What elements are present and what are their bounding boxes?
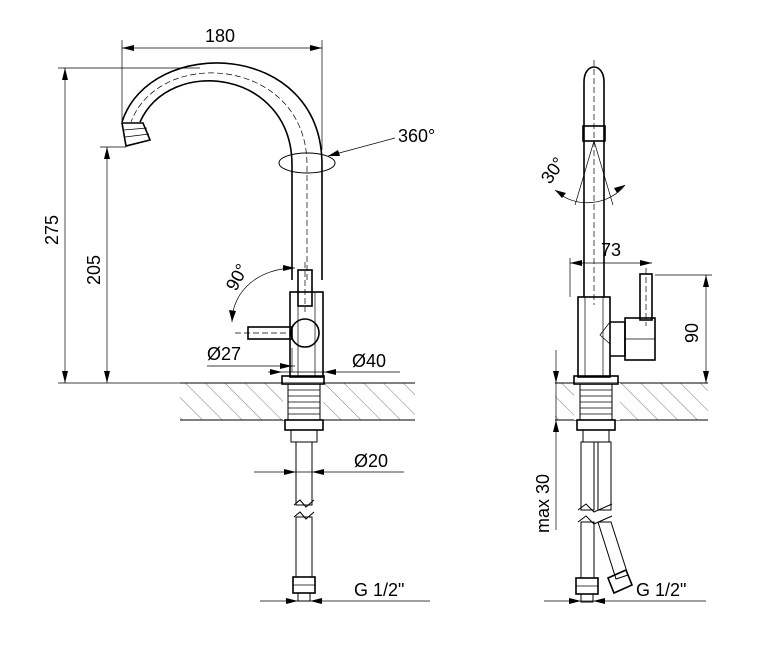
dim-lever-height-90: 90 [655, 274, 712, 383]
body-right [573, 268, 656, 385]
dim-diam-20: Ø20 [254, 451, 404, 475]
dim-180-label: 180 [205, 26, 235, 46]
dim-tilt-angle-30: 30° [537, 154, 626, 203]
hoses-right [575, 441, 634, 603]
dim-thread-right: G 1/2" [544, 580, 706, 604]
dim-30deg-label: 30° [537, 154, 569, 188]
dim-90-label: 90 [682, 323, 702, 343]
dim-width-180: 180 [121, 26, 323, 150]
dim-rotation-360: 360° [327, 126, 435, 157]
dim-diam-40: Ø40 [268, 351, 400, 375]
dim-73-label: 73 [601, 240, 621, 260]
shank-right [576, 383, 616, 443]
dim-205-label: 205 [84, 255, 104, 285]
side-view: 30° [533, 60, 712, 604]
dim-height-275: 275 [42, 67, 200, 384]
dim-diam-27: Ø27 [207, 344, 295, 372]
dim-thread-left: G 1/2" [260, 580, 430, 604]
front-view: 180 360° 275 205 [42, 26, 435, 604]
dim-20-label: Ø20 [354, 451, 388, 471]
spout-left [121, 62, 323, 280]
dim-max-thickness-30: max 30 [533, 350, 559, 533]
shank-left [284, 383, 324, 443]
countertop-left [180, 382, 415, 421]
countertop-right [555, 382, 708, 421]
dim-27-label: Ø27 [207, 344, 241, 364]
dim-90deg-label: 90° [222, 260, 252, 293]
hose-left [292, 441, 316, 602]
dim-max30-label: max 30 [533, 474, 553, 533]
dim-height-205: 205 [84, 146, 126, 383]
dim-lever-angle-90: 90° [222, 260, 296, 323]
spout-right [574, 60, 614, 305]
swivel-ring [278, 152, 336, 174]
thread-left-label: G 1/2" [354, 580, 404, 600]
dim-275-label: 275 [42, 215, 62, 245]
thread-right-label: G 1/2" [636, 580, 686, 600]
dim-40-label: Ø40 [352, 351, 386, 371]
dim-lever-reach-73: 73 [569, 240, 652, 297]
dim-360-label: 360° [398, 126, 435, 146]
